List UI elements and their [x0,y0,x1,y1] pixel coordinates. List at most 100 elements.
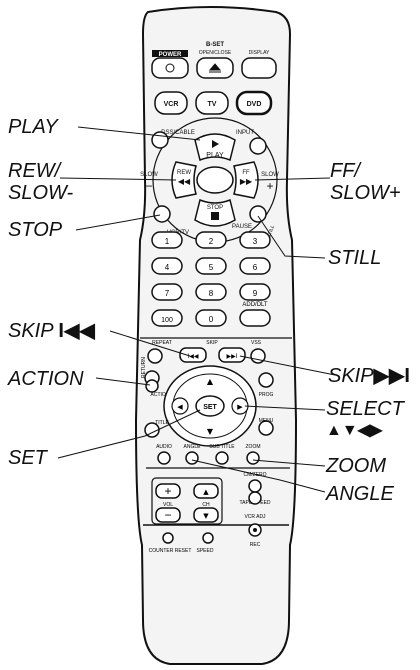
slow-minus-icon: − [145,179,152,193]
repeat-button[interactable] [147,348,163,364]
tape-speed-button[interactable] [248,491,262,505]
power-button[interactable] [151,57,189,79]
digit-4-label: 4 [165,263,170,272]
add-dlt-button[interactable] [239,309,271,327]
cm-skip-button[interactable] [248,479,262,493]
audio-button[interactable] [157,451,171,465]
zoom-button[interactable] [246,451,260,465]
title-button[interactable] [144,422,160,438]
ch-down-icon: ▼ [203,512,209,520]
play-button[interactable] [194,133,236,162]
callout-select: SELECT ▲▼◀▶ [326,398,404,442]
leader-set [57,409,201,459]
select-down-icon[interactable]: ▼ [207,427,214,436]
digit-1-label: 1 [165,237,170,246]
callout-set: SET [8,447,47,469]
skip-back-button[interactable] [179,347,207,363]
rew-label: REW [177,170,191,176]
digit-7-button[interactable] [151,283,183,301]
pause-label: PAUSE [232,224,252,230]
leader-lines [57,126,336,493]
digit-8-label: 8 [209,289,214,298]
digit-8-button[interactable] [195,283,227,301]
still-small-label: STILL [266,224,276,239]
digit-3-button[interactable] [239,231,271,249]
select-left-icon: ◀ [177,403,183,411]
keypad-row-1: 1 2 3 [151,231,271,249]
vcr-label: VCR [164,101,179,108]
repeat-label: REPEAT [152,340,172,346]
tv-button[interactable] [195,91,229,115]
select-left-button[interactable] [171,397,189,415]
slow-plus-label: SLOW [261,172,279,178]
digit-2-button[interactable] [195,231,227,249]
digit-1-button[interactable] [151,231,183,249]
vss-label: VSS [251,340,262,346]
digit-4-button[interactable] [151,257,183,275]
subtitle-button[interactable] [215,451,229,465]
select-right-icon: ▶ [237,403,243,411]
vol-up-button[interactable] [155,483,181,499]
callout-ff: FF/ SLOW+ [330,160,401,204]
tv-label: TV [208,101,217,108]
skip-back-icon: I◀◀ [188,353,199,360]
leader-select [244,405,326,411]
leader-ff [254,177,331,181]
callout-ff-line2: SLOW+ [330,182,401,204]
skip-fwd-button[interactable] [218,347,246,363]
ch-up-button[interactable] [193,483,219,499]
digit-5-button[interactable] [195,257,227,275]
input-button[interactable] [249,137,267,155]
center-button[interactable] [196,166,234,194]
vss-button[interactable] [250,348,266,364]
leader-angle [191,459,326,493]
digit-9-label: 9 [253,289,258,298]
slow-minus-label: SLOW [140,172,158,178]
digit-6-button[interactable] [239,257,271,275]
keypad-row-2: 4 5 6 [151,257,271,275]
action-button[interactable] [145,379,159,393]
vcr-button[interactable] [154,91,188,115]
angle-small-label: ANGLE [184,444,202,450]
pause-button[interactable] [249,205,267,223]
ff-button[interactable] [233,161,259,199]
rew-icon: ◀◀ [178,177,191,186]
ff-icon: ▶▶ [240,177,253,186]
digit-0-button[interactable] [195,309,227,327]
vol-ch-box [151,477,223,525]
dvd-button[interactable] [235,90,273,116]
vcr-tv-button[interactable] [153,205,171,223]
leader-skip-back [109,330,191,357]
speed-button[interactable] [202,532,214,544]
display-button[interactable] [241,57,277,79]
top-button-row: POWER B-SET OPEN/CLOSE DISPLAY [151,42,277,79]
leader-zoom [252,459,326,467]
skip-fwd-icon: ▶▶I [227,353,238,360]
vol-down-button[interactable] [155,507,181,523]
set-button[interactable] [195,395,225,417]
ff-label: FF [242,170,250,176]
dss-cable-button[interactable] [151,131,169,149]
stop-label: STOP [207,205,223,211]
prog-button[interactable] [258,372,274,388]
stop-icon [211,212,219,220]
digit-3-label: 3 [253,237,258,246]
digit-100-button[interactable] [151,309,183,327]
play-icon [212,140,219,148]
counter-reset-button[interactable] [162,532,174,544]
rew-button[interactable] [171,161,197,199]
callout-play: PLAY [8,116,58,138]
digit-9-button[interactable] [239,283,271,301]
menu-button[interactable] [258,420,274,436]
input-label: INPUT [236,130,254,136]
select-up-icon[interactable]: ▲ [207,377,214,386]
ch-down-button[interactable] [193,507,219,523]
navigation-section: RETURN ACTION PROG ▲ ▼ ◀ ▶ SET TITLE MEN… [141,357,274,447]
callout-skip-back-text: SKIP [8,320,53,342]
vcr-adj-label: VCR ADJ [244,514,266,520]
title-label: TITLE [155,420,169,426]
angle-button[interactable] [185,451,199,465]
slow-plus-icon: + [266,179,273,193]
skip-small-label: SKIP [206,340,218,346]
